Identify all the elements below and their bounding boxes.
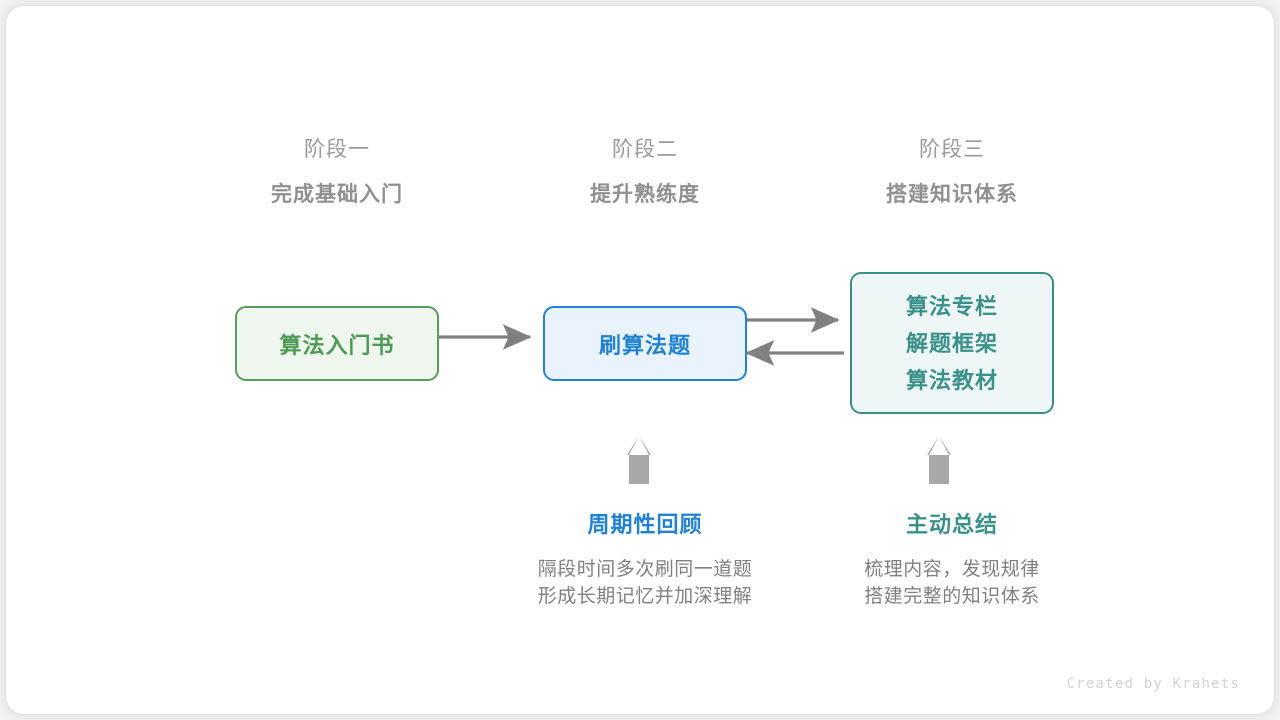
stage-3-number: 阶段三 — [919, 138, 985, 161]
arrow-review-up — [627, 436, 651, 484]
stage-1-title: 完成基础入门 — [271, 183, 403, 206]
node-resources-line-3: 算法教材 — [905, 367, 998, 393]
annotation-summary-desc-line-2: 搭建完整的知识体系 — [864, 586, 1040, 607]
node-resources-line-2: 解题框架 — [905, 330, 998, 356]
annotation-review-desc: 隔段时间多次刷同一道题 形成长期记忆并加深理解 — [485, 556, 805, 610]
annotation-summary-title: 主动总结 — [905, 512, 998, 537]
stage-1-number: 阶段一 — [304, 138, 370, 161]
annotation-review-desc-line-1: 隔段时间多次刷同一道题 — [537, 559, 753, 580]
annotation-summary-desc: 梳理内容，发现规律 搭建完整的知识体系 — [792, 556, 1112, 610]
stage-header-1: 阶段一 完成基础入门 — [187, 135, 487, 210]
stage-header-2: 阶段二 提升熟练度 — [495, 135, 795, 210]
node-box-book[interactable]: 算法入门书 — [235, 306, 439, 381]
node-practice-label: 刷算法题 — [598, 332, 691, 358]
arrow-summary-up — [927, 436, 951, 484]
stage-2-title: 提升熟练度 — [590, 183, 700, 206]
stage-header-3: 阶段三 搭建知识体系 — [802, 135, 1102, 210]
annotation-summary-desc-line-1: 梳理内容，发现规律 — [864, 559, 1040, 580]
stage-3-title: 搭建知识体系 — [886, 183, 1018, 206]
stage-2-number: 阶段二 — [612, 138, 678, 161]
node-resources-line-1: 算法专栏 — [905, 293, 998, 319]
diagram-card: 阶段一 完成基础入门 阶段二 提升熟练度 阶段三 搭建知识体系 — [6, 6, 1274, 714]
node-box-practice[interactable]: 刷算法题 — [543, 306, 747, 381]
annotation-review-title: 周期性回顾 — [587, 512, 703, 537]
footer-credit: Created by Krahets — [1066, 676, 1240, 692]
node-box-resources[interactable]: 算法专栏 解题框架 算法教材 — [850, 272, 1054, 414]
annotation-review: 周期性回顾 隔段时间多次刷同一道题 形成长期记忆并加深理解 — [485, 510, 805, 610]
annotation-review-desc-line-2: 形成长期记忆并加深理解 — [537, 586, 753, 607]
annotation-summary: 主动总结 梳理内容，发现规律 搭建完整的知识体系 — [792, 510, 1112, 610]
node-book-label: 算法入门书 — [279, 332, 395, 358]
